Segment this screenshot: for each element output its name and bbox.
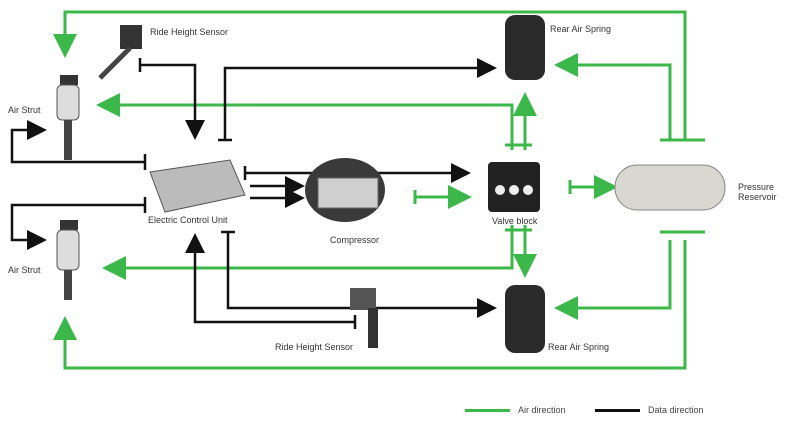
air-strut-bottom-label: Air Strut [8,265,41,275]
ecu-label: Electric Control Unit [148,215,228,225]
reservoir-image [614,164,726,211]
ride-height-sensor-bottom-image [350,288,378,348]
air-lines [53,10,705,370]
ride-height-sensor-bottom-label: Ride Height Sensor [275,342,354,352]
valve-block-label: Valve block [492,216,538,226]
compressor-label: Compressor [330,235,380,245]
legend-data-label: Data direction [648,405,704,415]
air-swatch [465,408,510,412]
compressor-image [305,158,385,222]
legend-data: Data direction [595,405,704,415]
rear-air-spring-bottom-image [505,285,545,353]
data-swatch [595,408,640,412]
valve-block-image [488,162,540,212]
rear-air-spring-top-label: Rear Air Spring [550,24,612,34]
air-strut-top-label: Air Strut [8,105,41,115]
legend-air-label: Air direction [518,405,566,415]
ecu-image [149,159,246,213]
rear-air-spring-top-image [505,15,545,80]
legend-air: Air direction [465,405,566,415]
air-strut-top-image [56,75,80,160]
data-lines [10,58,497,329]
ride-height-sensor-top-image [98,25,142,80]
reservoir-label: Pressure Reservoir [738,182,777,202]
air-strut-bottom-image [56,220,80,300]
ride-height-sensor-top-label: Ride Height Sensor [150,27,229,37]
rear-air-spring-bottom-label: Rear Air Spring [548,342,610,352]
